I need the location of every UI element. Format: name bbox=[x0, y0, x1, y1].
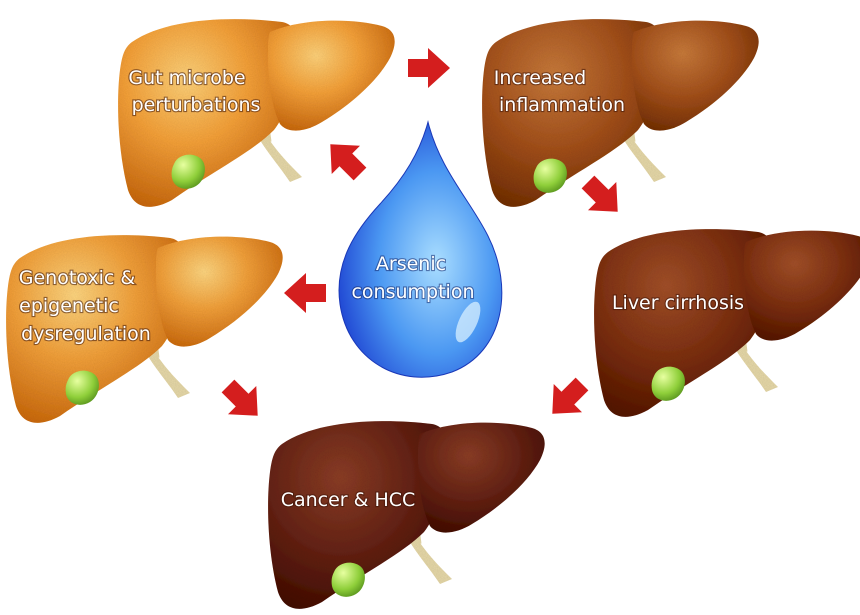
arrow-genotoxic-to-cancer bbox=[214, 372, 272, 430]
liver-cirrhosis bbox=[594, 229, 860, 417]
arrow-inflammation-to-cirrhosis bbox=[574, 168, 632, 226]
label-liver-cirrhosis: Liver cirrhosis bbox=[612, 292, 744, 314]
arsenic-drop bbox=[339, 122, 502, 377]
arrow-drop-to-gut bbox=[316, 130, 374, 188]
arrow-drop-to-genotoxic bbox=[284, 273, 326, 313]
arrow-gut-to-inflammation bbox=[408, 48, 450, 88]
arrow-cirrhosis-to-cancer bbox=[538, 370, 596, 428]
label-cancer-hcc: Cancer & HCC bbox=[281, 489, 416, 511]
liver-cancer-hcc bbox=[268, 421, 545, 609]
